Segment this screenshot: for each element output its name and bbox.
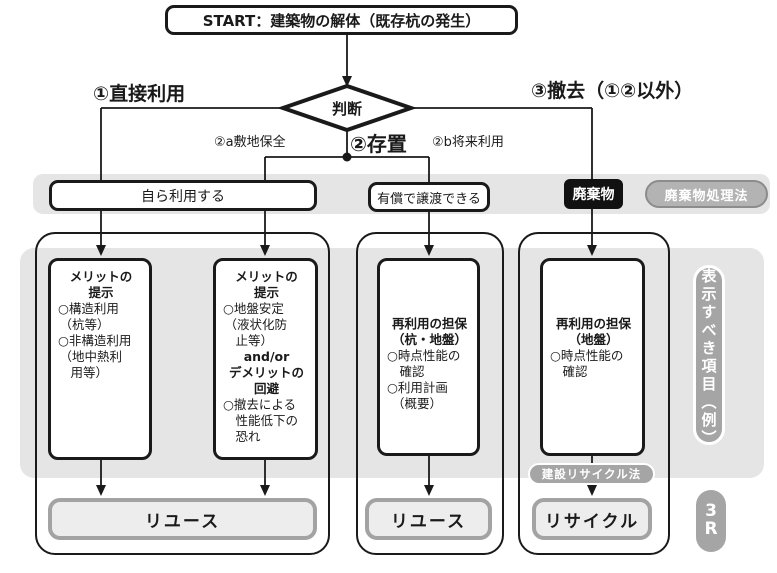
box-line: ○利用計画	[387, 380, 448, 395]
waste-law-badge: 廃棄物処理法	[645, 180, 768, 208]
display-items-badge: 表示すべき項目（例）	[693, 265, 725, 448]
box-line: 再利用の担保	[391, 316, 467, 331]
box-line: ○構造利用	[58, 301, 119, 316]
reuse-outcome-mid: リユース	[365, 498, 492, 540]
decision-diamond	[276, 83, 418, 133]
branch-future-use-label: ②b将来利用	[432, 135, 504, 150]
box-line: （概要）	[392, 396, 443, 411]
box-line: （液状化防	[224, 317, 288, 332]
branch-removal-label: ③撤去（①②以外）	[531, 80, 694, 102]
box-line: 確認	[562, 364, 588, 379]
branch-leave-in-place-label: ②存置	[350, 132, 407, 156]
three-r-badge: 3 R	[696, 490, 726, 552]
recycle-outcome: リサイクル	[532, 498, 652, 540]
group-direct-use	[35, 232, 330, 555]
box-line: デメリットの	[228, 365, 304, 380]
merit-demerit-box-ground: メリットの 提示 ○地盤安定 （液状化防 止等） and/or デメリットの 回…	[213, 258, 318, 460]
reuse-guarantee-box-pile-ground: 再利用の担保 （杭・地盤） ○時点性能の 確認 ○利用計画 （概要）	[377, 258, 480, 456]
box-line: 提示	[253, 285, 279, 300]
box-line: 提示	[88, 285, 114, 300]
box-line: メリットの	[235, 269, 298, 284]
reuse-outcome-left: リユース	[48, 498, 317, 540]
self-use-box: 自ら利用する	[49, 180, 317, 211]
construction-recycle-law-badge: 建設リサイクル法	[528, 463, 655, 485]
box-line: （地中熱利	[59, 349, 123, 364]
group-removal	[518, 232, 670, 555]
branch-site-preservation-label: ②a敷地保全	[214, 135, 286, 150]
box-line: 恐れ	[235, 429, 261, 444]
start-label: START：建築物の解体（既存杭の発生）	[202, 11, 481, 30]
group-transfer	[356, 232, 504, 555]
transfer-for-value-box: 有償で譲渡できる	[368, 182, 490, 212]
merit-box-structural: メリットの 提示 ○構造利用 （杭等） ○非構造利用 （地中熱利 用等）	[48, 258, 152, 460]
box-line: 止等）	[235, 333, 274, 348]
box-line: ○撤去による	[223, 397, 297, 412]
box-line: （地盤）	[568, 332, 619, 347]
box-line: ○非構造利用	[58, 333, 132, 348]
box-line: ○地盤安定	[223, 301, 284, 316]
box-line: 再利用の担保	[555, 316, 631, 331]
box-line: 性能低下の	[235, 413, 299, 428]
box-line: ○時点性能の	[550, 348, 624, 363]
reuse-guarantee-box-ground: 再利用の担保 （地盤） ○時点性能の 確認	[540, 258, 645, 456]
start-node: START：建築物の解体（既存杭の発生）	[165, 5, 518, 35]
box-line: 用等）	[70, 365, 109, 380]
box-line: and/or	[243, 349, 290, 364]
box-line: （杭・地盤）	[391, 332, 467, 347]
box-line: （杭等）	[59, 317, 110, 332]
box-line: ○時点性能の	[387, 348, 461, 363]
box-line: 回避	[253, 381, 279, 396]
branch-direct-use-label: ①直接利用	[93, 83, 186, 105]
box-line: 確認	[399, 364, 425, 379]
waste-box: 廃棄物	[564, 179, 623, 209]
decision-label: 判断	[331, 99, 362, 118]
box-line: メリットの	[69, 269, 133, 284]
